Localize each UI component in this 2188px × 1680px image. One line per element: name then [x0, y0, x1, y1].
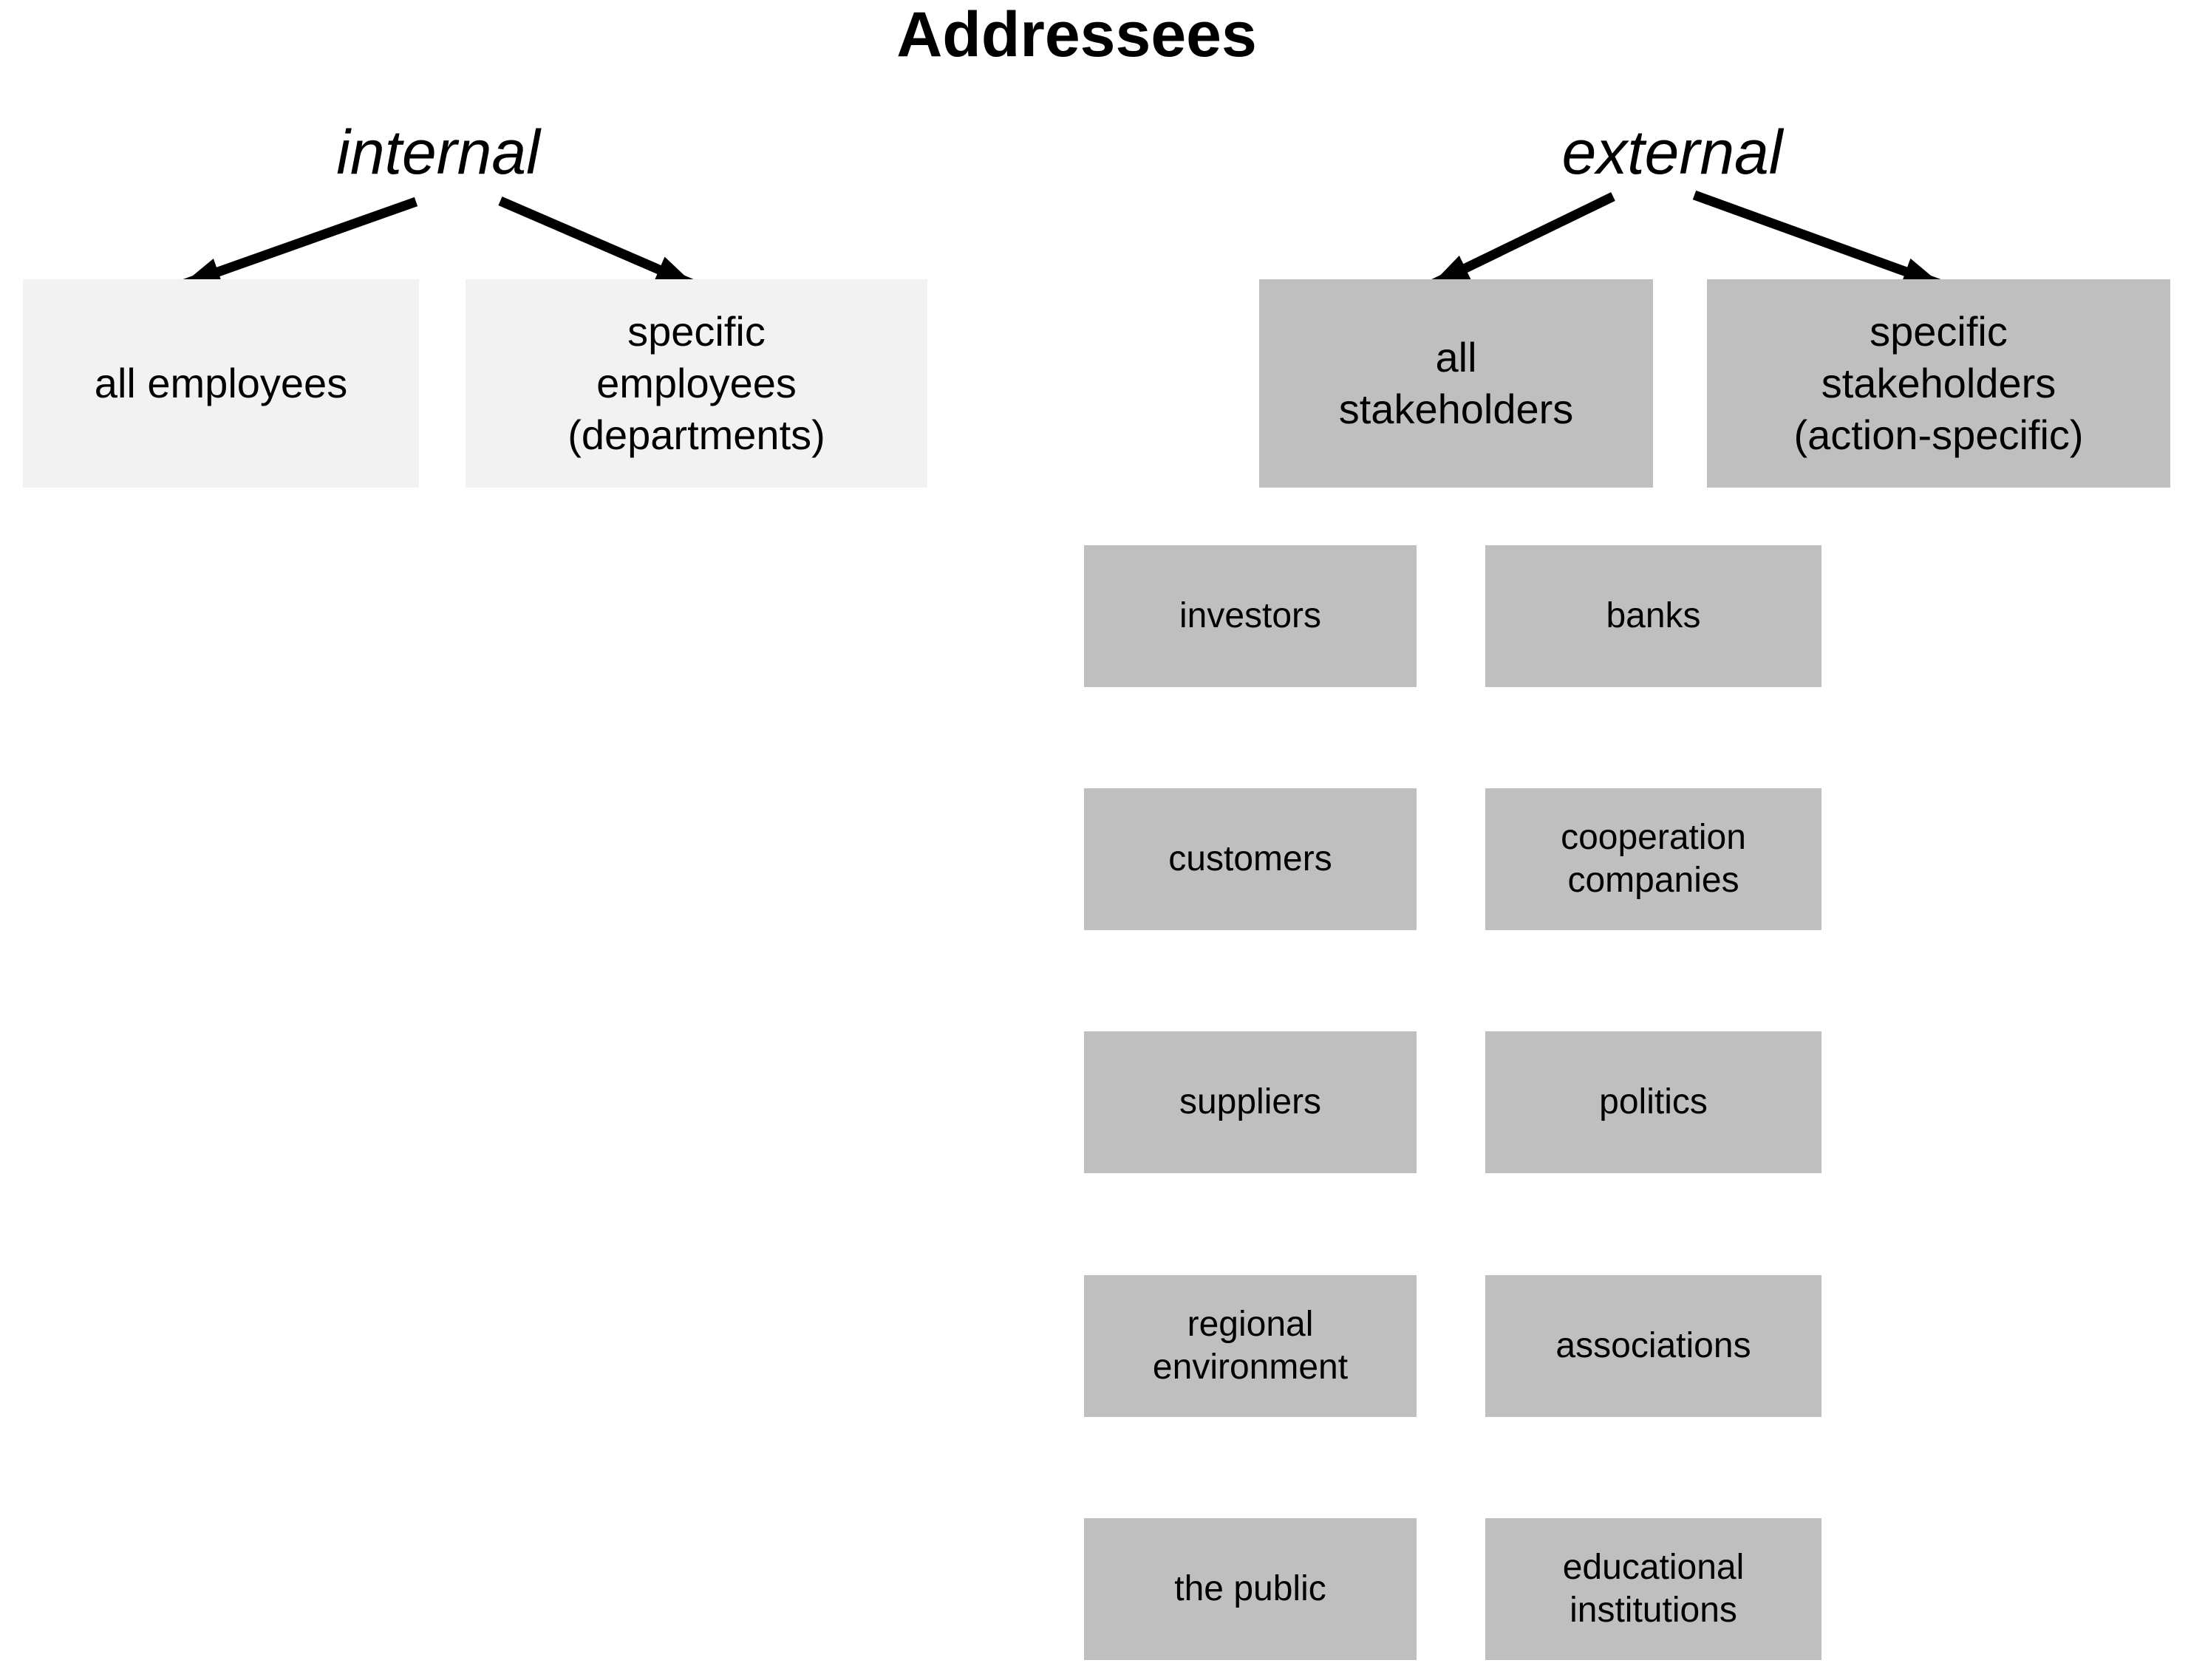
- grid-box-suppliers: suppliers: [1084, 1031, 1417, 1173]
- grid-box-regional-environment: regional environment: [1084, 1275, 1417, 1417]
- box-label-line: companies: [1567, 861, 1739, 900]
- arrow-internal-to-all-employees: [182, 197, 418, 289]
- grid-box-investors: investors: [1084, 545, 1417, 687]
- grid-box-cooperation-companies: cooperation companies: [1485, 788, 1821, 930]
- box-label-line: politics: [1599, 1082, 1708, 1121]
- box-label-line: institutions: [1570, 1591, 1737, 1630]
- external-branch-label: external: [1561, 117, 1783, 187]
- box-all-stakeholders: all stakeholders: [1259, 279, 1653, 488]
- grid-box-educational-institutions: educational institutions: [1485, 1518, 1821, 1660]
- box-label-line: (departments): [568, 412, 825, 458]
- box-label-line: all: [1435, 334, 1477, 380]
- page-title: Addressees: [896, 0, 1257, 70]
- arrow-external-to-all-stakeholders: [1431, 192, 1615, 288]
- box-label-line: environment: [1152, 1348, 1349, 1387]
- box-label-line: stakeholders: [1821, 360, 2056, 406]
- box-label-line: educational: [1562, 1548, 1745, 1587]
- grid-box-the-public: the public: [1084, 1518, 1417, 1660]
- box-label-line: specific: [627, 308, 766, 355]
- box-label-line: regional: [1187, 1305, 1314, 1344]
- box-label-line: investors: [1179, 596, 1322, 635]
- grid-box-banks: banks: [1485, 545, 1821, 687]
- box-label-line: specific: [1870, 308, 2008, 355]
- arrow-external-to-specific-stakeholders: [1692, 190, 1942, 289]
- box-label-line: customers: [1168, 839, 1332, 878]
- grid-box-customers: customers: [1084, 788, 1417, 930]
- box-label-line: cooperation: [1561, 818, 1746, 857]
- arrow-internal-to-specific-employees: [498, 197, 695, 288]
- box-label-line: (action-specific): [1793, 412, 2084, 458]
- box-label-line: employees: [596, 360, 797, 406]
- box-label-line: suppliers: [1179, 1082, 1322, 1121]
- box-label-line: all employees: [94, 360, 348, 406]
- box-label-line: the public: [1174, 1569, 1326, 1608]
- box-specific-stakeholders: specific stakeholders (action-specific): [1707, 279, 2170, 488]
- grid-box-politics: politics: [1485, 1031, 1821, 1173]
- box-label-line: banks: [1606, 596, 1701, 635]
- grid-box-associations: associations: [1485, 1275, 1821, 1417]
- internal-branch-label: internal: [336, 117, 540, 187]
- box-label-line: associations: [1555, 1326, 1751, 1365]
- box-specific-employees: specific employees (departments): [466, 279, 927, 488]
- box-all-employees: all employees: [23, 279, 419, 488]
- box-label-line: stakeholders: [1338, 386, 1574, 432]
